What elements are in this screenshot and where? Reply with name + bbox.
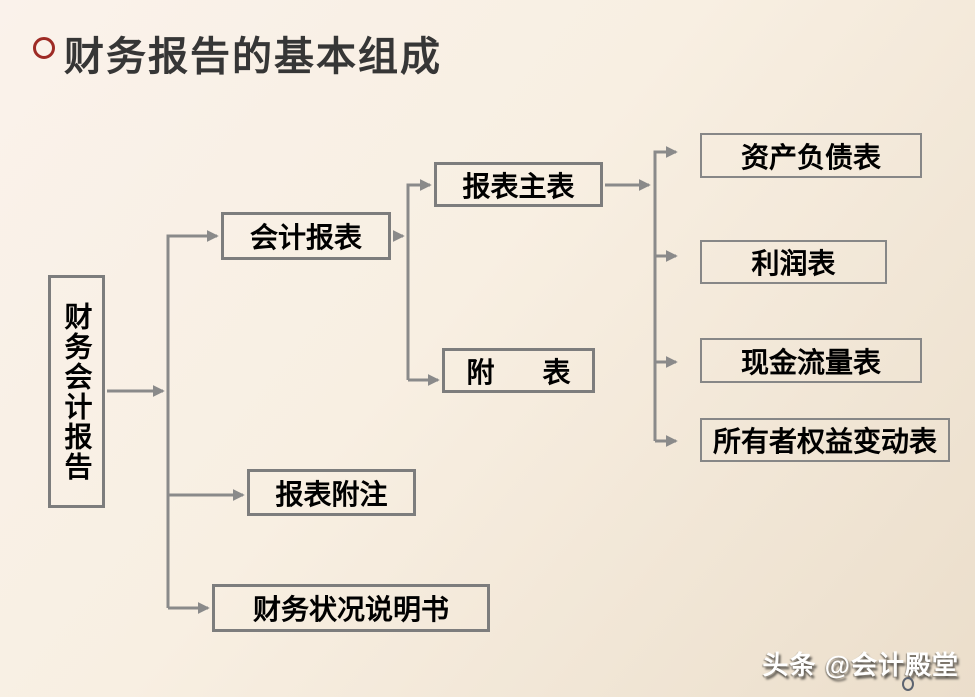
node-label: 报表主表 xyxy=(462,170,575,202)
node-label: 会计报表 xyxy=(249,222,362,253)
node-cash-flow-statement: 现金流量表 xyxy=(700,338,922,383)
node-main-statements: 报表主表 xyxy=(434,162,603,207)
node-balance-sheet: 资产负债表 xyxy=(700,133,922,178)
connector-junction1-to-accounting-statements xyxy=(166,230,219,608)
node-label: 财务会计报告 xyxy=(61,301,93,482)
node-label: 报表附注 xyxy=(275,478,388,510)
node-label: 利润表 xyxy=(751,248,836,279)
title-circle-bullet-icon xyxy=(33,37,55,59)
connector-junction2-to-main-statements xyxy=(406,179,432,380)
watermark-text: 头条 @会计殿堂 xyxy=(762,650,959,680)
node-accounting-statements: 会计报表 xyxy=(221,212,391,260)
node-statement-notes: 报表附注 xyxy=(247,469,416,516)
node-financial-condition-statement: 财务状况说明书 xyxy=(212,584,490,632)
connector-junction3-to-balance-sheet xyxy=(653,146,678,441)
node-label: 财务状况说明书 xyxy=(252,594,449,625)
node-label: 资产负债表 xyxy=(740,141,881,173)
node-equity-change-statement: 所有者权益变动表 xyxy=(700,418,950,462)
watermark-small-circle-icon xyxy=(902,677,914,691)
node-income-statement: 利润表 xyxy=(700,240,887,284)
node-label: 所有者权益变动表 xyxy=(712,426,937,457)
node-supplementary-statements: 附 表 xyxy=(442,348,595,393)
node-financial-accounting-report: 财务会计报告 xyxy=(48,275,105,508)
node-label: 附 表 xyxy=(466,356,581,388)
node-label: 现金流量表 xyxy=(740,346,881,378)
page-title: 财务报告的基本组成 xyxy=(64,35,442,79)
